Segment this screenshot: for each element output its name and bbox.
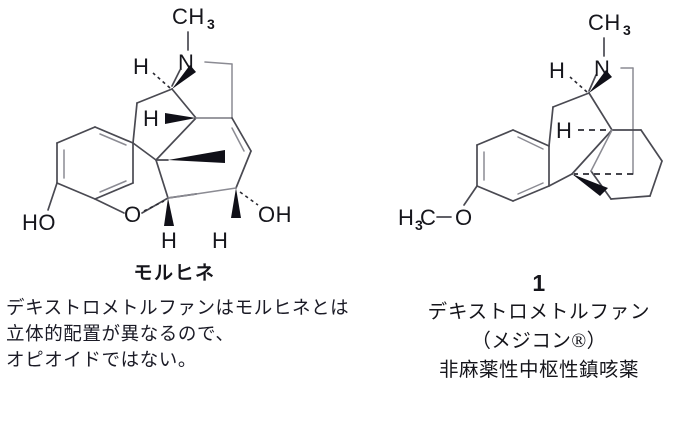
morphine-wedge-h-right-lower [231, 188, 241, 218]
morphine-oh-hash [239, 191, 259, 206]
dxm-aromatic-ring [476, 129, 550, 202]
compound-drug-class: 非麻薬性中枢性鎮咳薬 [438, 360, 639, 381]
morphine-ring-b [132, 88, 197, 161]
morphine-n-methyl-subscript: 3 [207, 16, 215, 32]
dxm-methoxy-ch3-subscript: 3 [415, 217, 423, 233]
morphine-structure: HO O N [22, 4, 292, 253]
note-line-1: デキストロメトルファンはモルヒネとは [6, 299, 350, 319]
morphine-h-left-lower-label: H [161, 228, 177, 253]
morphine-ho-bond [47, 182, 58, 211]
dxm-methoxy-ch3-label: H [398, 205, 414, 230]
morphine-oh-label: OH [258, 202, 292, 227]
morphine-wedge-h-mid [165, 113, 196, 124]
dxm-h-upper-label: H [549, 58, 565, 83]
morphine-h-right-lower-label: H [212, 228, 228, 253]
morphine-caption: モルヒネ [133, 263, 216, 284]
morphine-wedge-n [172, 65, 196, 89]
morphine-wedge-h-left-lower [164, 198, 174, 226]
morphine-h-upper-label: H [133, 54, 149, 79]
dextromethorphan-structure: O H 3 C N CH 3 [398, 10, 663, 233]
morphine-n-methyl-label: CH [172, 4, 205, 29]
morphine-h-upper-hash [152, 72, 171, 89]
morphine-h-mid-label: H [143, 106, 159, 131]
dxm-n-methyl-subscript: 3 [623, 22, 631, 38]
dxm-aryl-o-bond [463, 185, 478, 206]
morphine-n-c9-bond [171, 69, 181, 87]
dxm-n-methyl-label: CH [588, 10, 621, 35]
morphine-piperidine-ring [195, 61, 233, 119]
dxm-methoxy-oxygen-label: O [455, 205, 473, 230]
compound-number: 1 [532, 270, 546, 296]
note-line-2: 立体的配置が異なるので、 [6, 325, 235, 345]
note-line-3: オピオイドではない。 [6, 351, 198, 371]
dxm-wedge-c14 [572, 174, 608, 196]
morphine-ho-label: HO [22, 210, 56, 235]
dxm-ring-b [548, 92, 613, 187]
dxm-cyclohexane-ring [590, 129, 663, 200]
dxm-methoxy-carbon-label: C [420, 205, 436, 230]
dextromethorphan-caption: 1 デキストロメトルファン （メジコン®） 非麻薬性中枢性鎮咳薬 [380, 268, 698, 385]
morphine-aromatic-ring [56, 126, 134, 200]
dxm-n-c9-bond [588, 74, 597, 92]
explanatory-note: デキストロメトルファンはモルヒネとは 立体的配置が異なるので、 オピオイドではな… [6, 296, 366, 374]
morphine-ether-oxygen-label: O [124, 202, 142, 227]
dxm-wedge-n [589, 70, 612, 93]
dxm-h-mid-label: H [556, 118, 572, 143]
compound-brand-name: （メジコン®） [471, 331, 607, 352]
dxm-h-upper-hash [569, 76, 588, 93]
morphine-wedge-c13 [168, 150, 225, 163]
compound-name: デキストロメトルファン [427, 302, 651, 323]
morphine-c6-c7-bond [167, 193, 197, 199]
